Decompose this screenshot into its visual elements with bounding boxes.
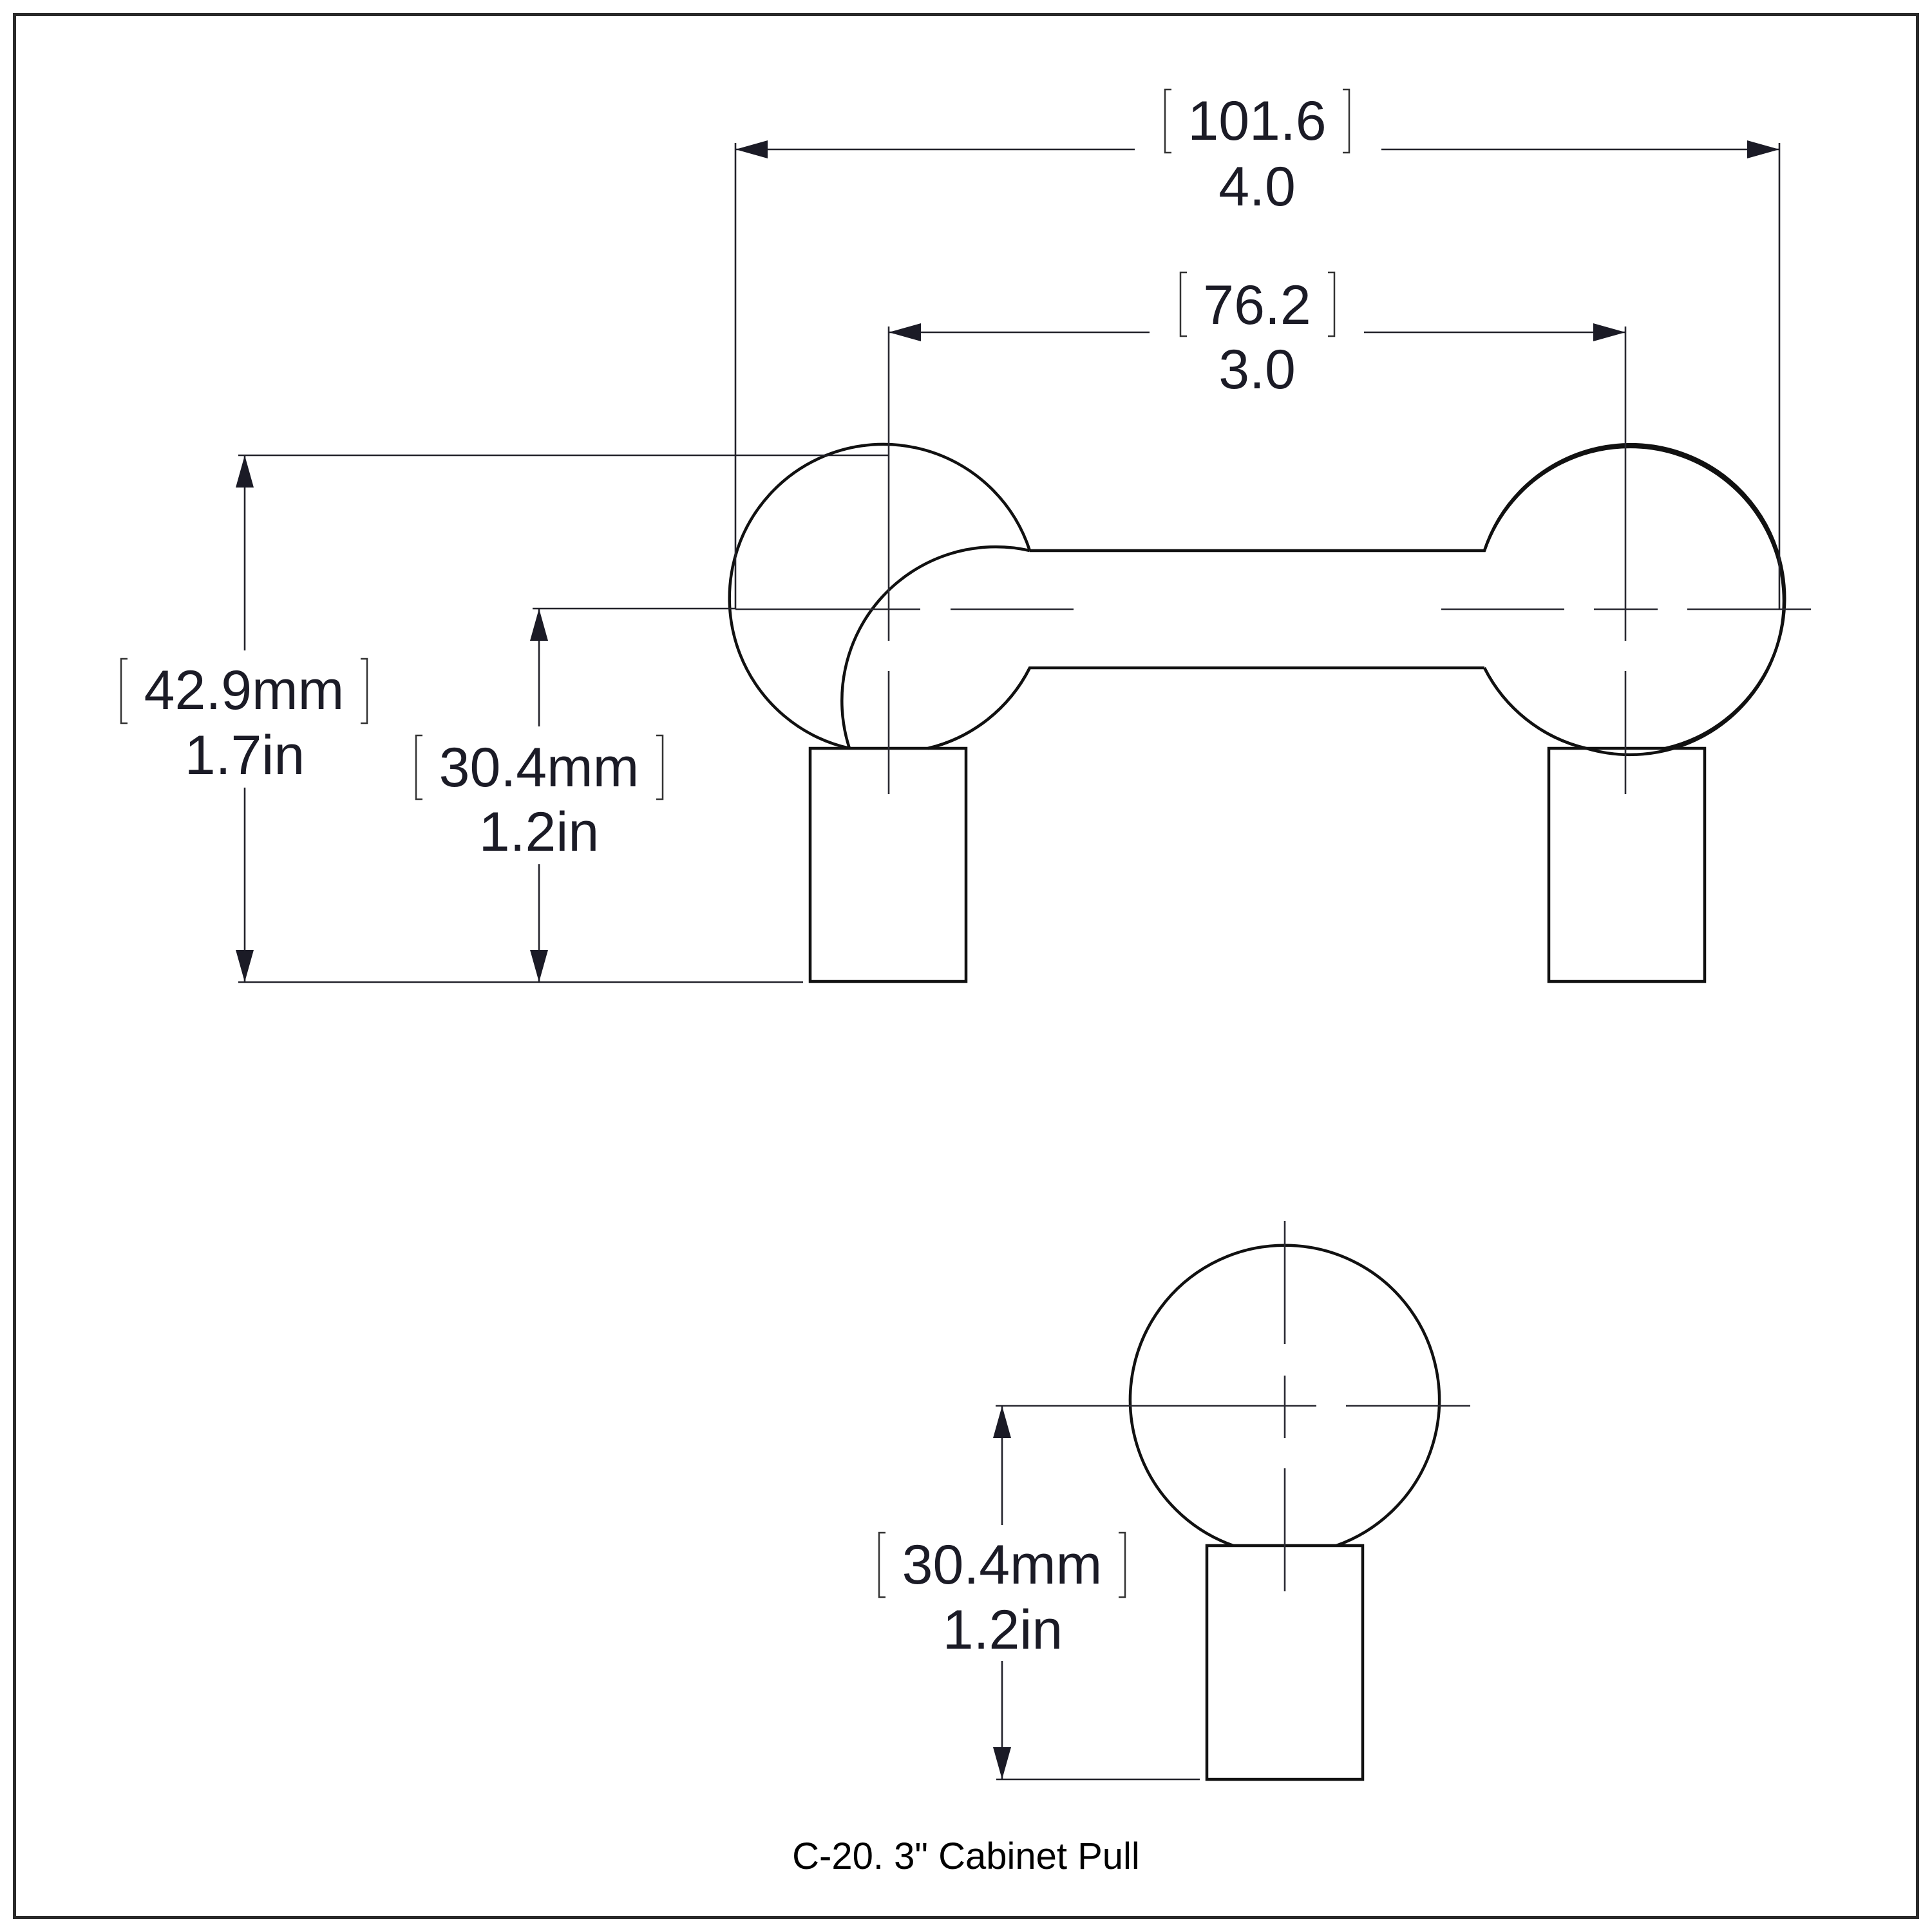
bracket-close (656, 734, 664, 800)
dim-side-projection-in: 1.2in (943, 1599, 1063, 1661)
drawing-caption: C-20. 3" Cabinet Pull (792, 1835, 1140, 1877)
dimension-overall-length: 101.6 4.0 (735, 88, 1779, 218)
arrow-down-icon (236, 950, 254, 982)
center-lines (735, 327, 1811, 794)
arrow-down-icon (993, 1747, 1011, 1779)
drawing-frame (13, 13, 1919, 1919)
bracket-open (1179, 271, 1187, 337)
dimension-projection-side: 30.4mm 1.2in (878, 1406, 1126, 1779)
dimension-center-to-center: 76.2 3.0 (889, 271, 1625, 401)
dim-overall-length-in: 4.0 (1218, 156, 1296, 218)
bracket-close (361, 658, 368, 724)
side-view: 30.4mm 1.2in (878, 1221, 1470, 1781)
right-post (1547, 746, 1707, 983)
arrow-right-icon (1747, 140, 1779, 158)
bracket-close (1328, 271, 1336, 337)
bracket-open (1164, 88, 1171, 154)
dim-projection-mm: 30.4mm (439, 737, 639, 799)
arrow-up-icon (236, 455, 254, 488)
dim-overall-height-mm: 42.9mm (144, 659, 345, 721)
arrow-up-icon (993, 1406, 1011, 1438)
pull-body-outline (840, 445, 1786, 757)
front-view: 101.6 4.0 76.2 3.0 42.9mm 1.7in (120, 88, 1811, 983)
left-ball-arc (728, 442, 1032, 750)
dim-overall-length-mm: 101.6 (1188, 90, 1326, 152)
dim-overall-height-in: 1.7in (185, 724, 305, 786)
arrow-left-icon (889, 323, 921, 341)
right-ball-arc (1482, 442, 1786, 750)
arrow-left-icon (735, 140, 768, 158)
bracket-close (1343, 88, 1350, 154)
right-ball-lower-arc (1482, 667, 1586, 750)
bracket-open (415, 734, 422, 800)
dimension-overall-height: 42.9mm 1.7in (120, 455, 368, 982)
bracket-close (1119, 1531, 1126, 1598)
extension-lines (238, 143, 1781, 983)
dim-center-to-center-mm: 76.2 (1203, 274, 1311, 336)
arrow-right-icon (1593, 323, 1625, 341)
left-ball-lower-arc (927, 667, 1032, 750)
bracket-open (120, 658, 128, 724)
center-lines (996, 1221, 1470, 1591)
dim-center-to-center-in: 3.0 (1218, 339, 1296, 401)
dim-projection-in: 1.2in (479, 801, 600, 863)
dim-side-projection-mm: 30.4mm (902, 1534, 1103, 1596)
dimension-projection: 30.4mm 1.2in (415, 609, 664, 982)
bracket-open (878, 1531, 886, 1598)
arrow-down-icon (530, 950, 548, 982)
arrow-up-icon (530, 609, 548, 641)
